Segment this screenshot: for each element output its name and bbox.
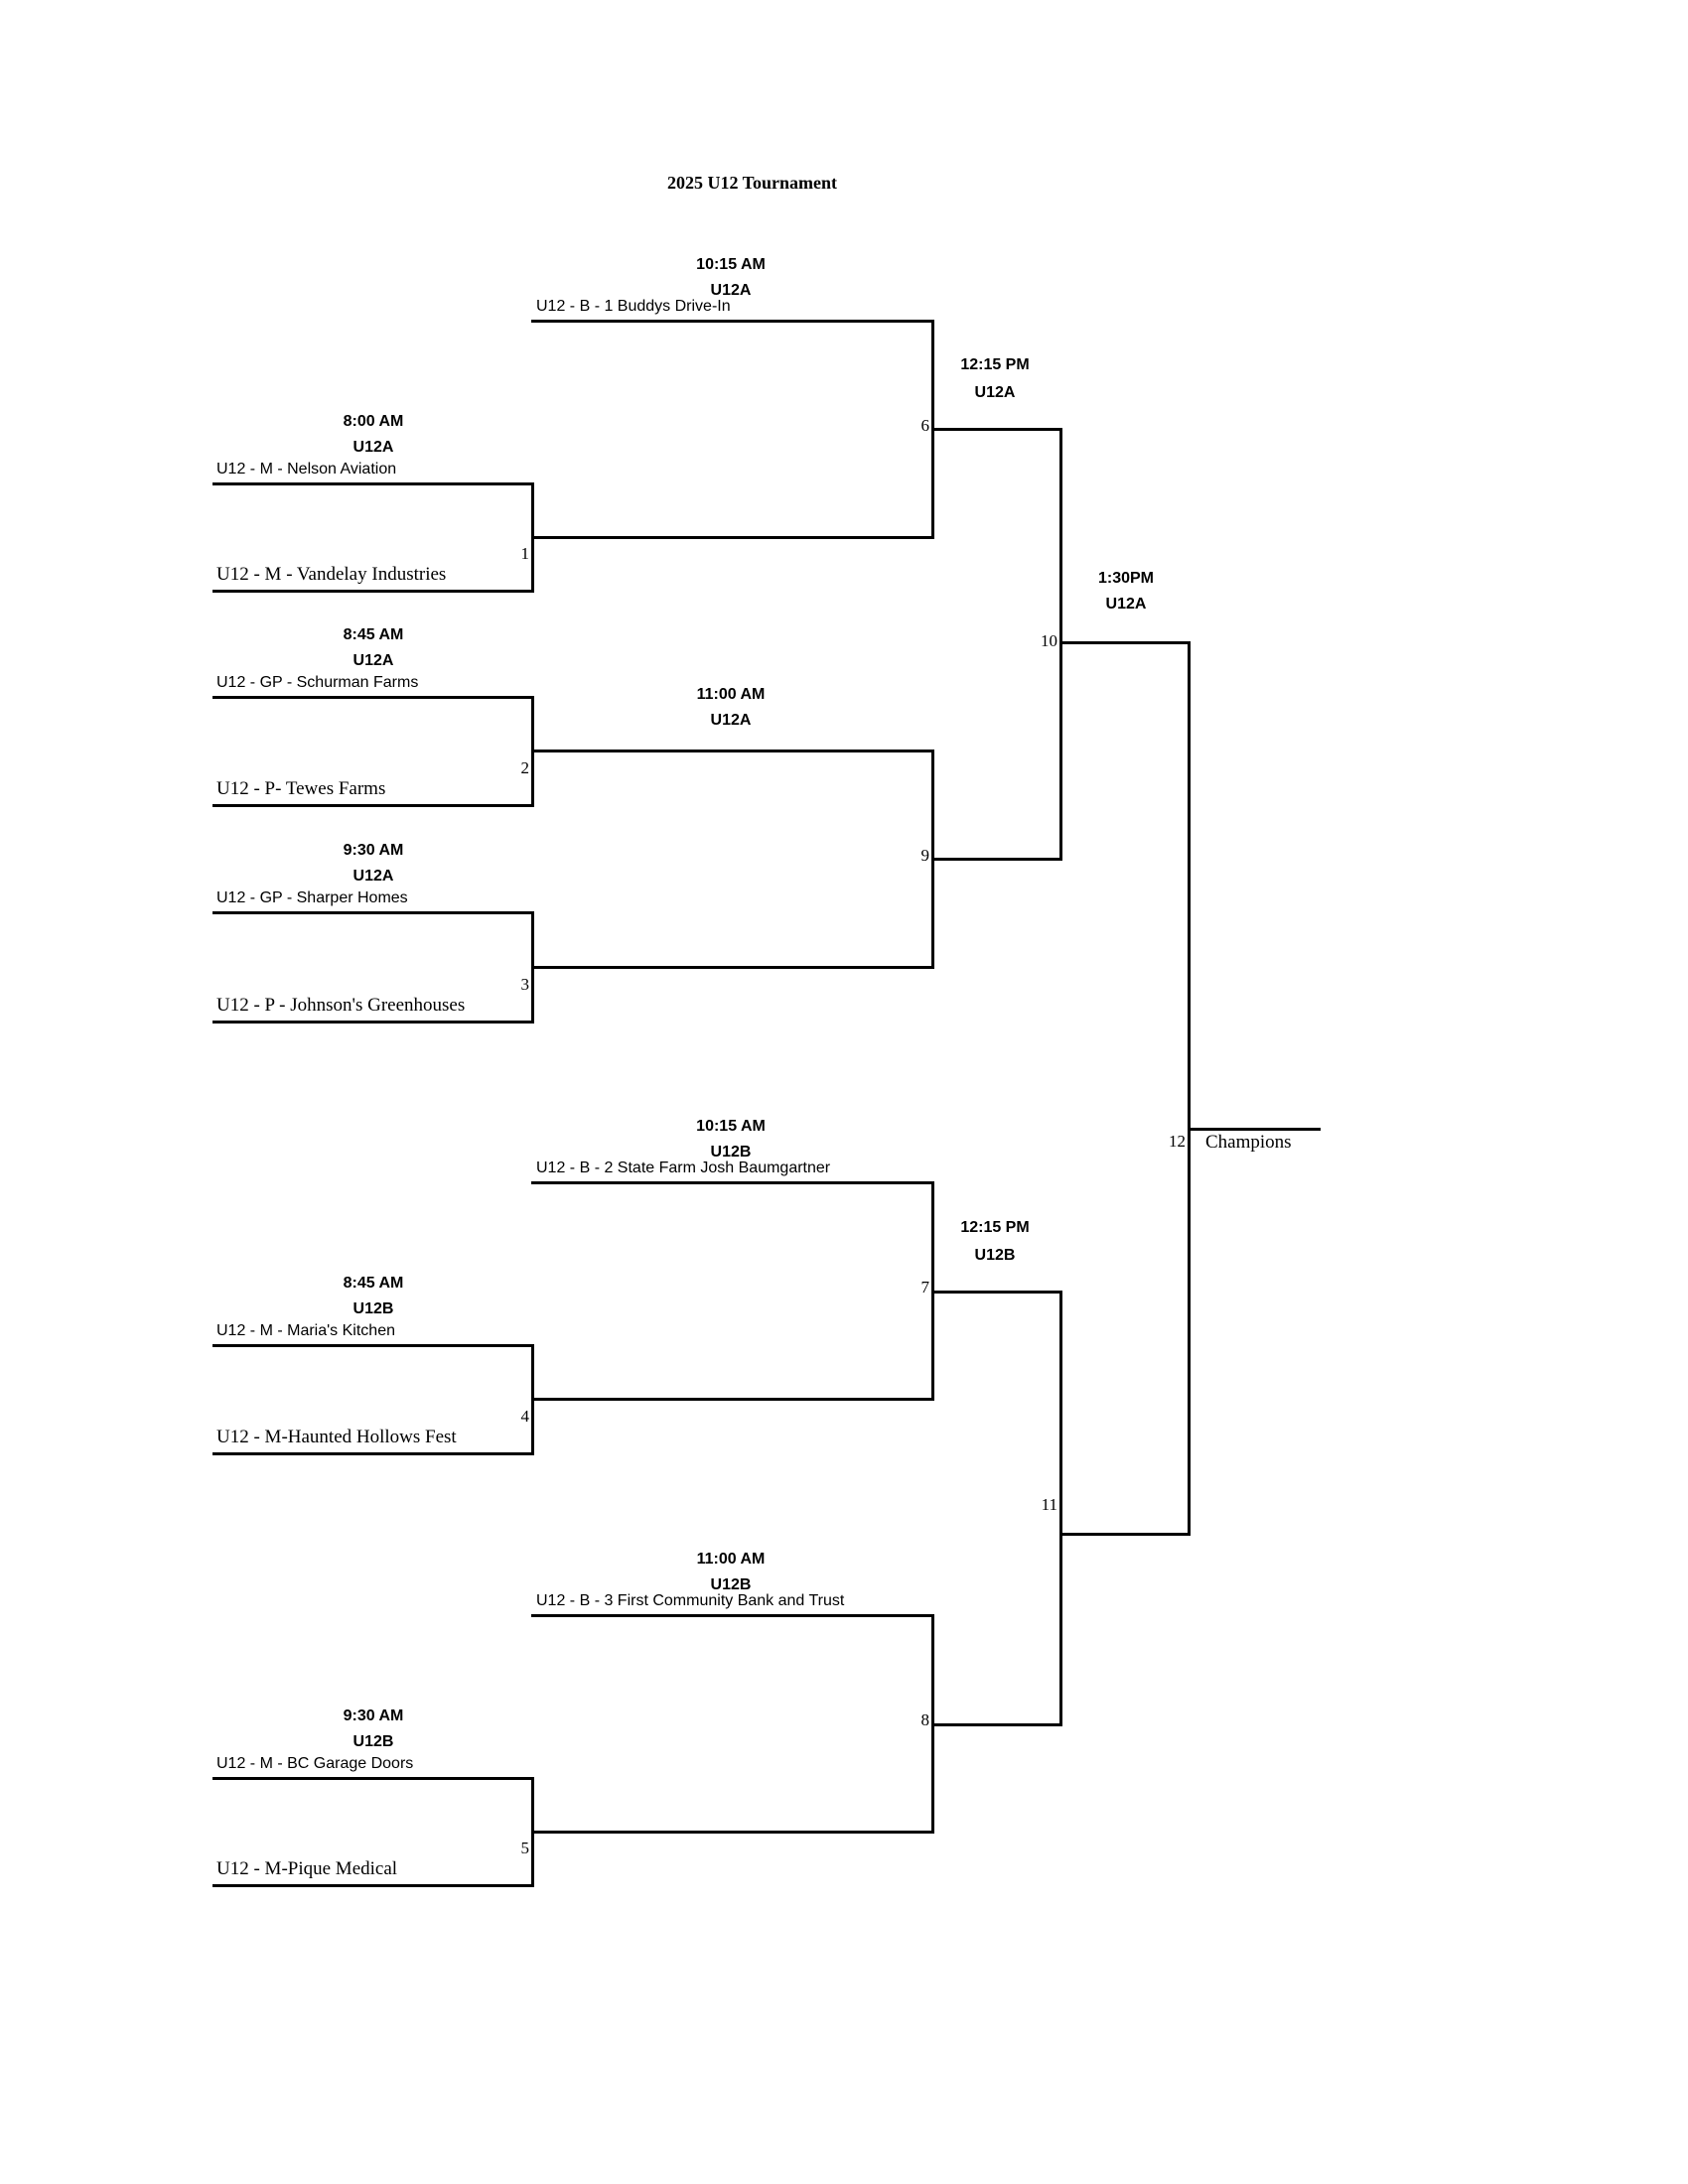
bracket-line: [212, 911, 534, 914]
game-field: U12A: [974, 384, 1016, 401]
bracket-line: [212, 1344, 534, 1347]
team-slot: U12 - M-Haunted Hollows Fest: [216, 1427, 457, 1447]
game-field: U12A: [352, 439, 394, 456]
bracket-line: [531, 536, 934, 539]
bracket-line: [212, 1777, 534, 1780]
team-slot: U12 - M - Maria's Kitchen: [216, 1322, 395, 1339]
bracket-line: [212, 696, 534, 699]
team-slot: U12 - M - Nelson Aviation: [216, 461, 397, 478]
game-number: 12: [1169, 1132, 1186, 1151]
game-field: U12B: [710, 1144, 752, 1160]
team-slot: U12 - GP - Sharper Homes: [216, 889, 408, 906]
team-slot: U12 - B - 2 State Farm Josh Baumgartner: [536, 1160, 831, 1176]
game-field: U12A: [710, 712, 752, 729]
bracket-line: [531, 966, 934, 969]
bracket-line: [531, 1831, 934, 1834]
team-slot: U12 - P- Tewes Farms: [216, 778, 386, 799]
champion-line: [1188, 1128, 1321, 1131]
game-time: 10:15 AM: [696, 256, 766, 273]
game-time: 8:45 AM: [343, 1275, 404, 1292]
bracket-line: [1059, 1291, 1062, 1726]
game-number: 10: [1041, 631, 1057, 650]
bracket-line: [531, 1614, 934, 1617]
game-time: 9:30 AM: [343, 1707, 404, 1724]
team-slot: U12 - P - Johnson's Greenhouses: [216, 995, 466, 1016]
bracket-line: [1059, 641, 1191, 644]
game-field: U12A: [352, 868, 394, 885]
game-time: 12:15 PM: [960, 1219, 1030, 1236]
bracket-line: [931, 1723, 1062, 1726]
bracket-line: [531, 750, 934, 752]
team-slot: U12 - B - 1 Buddys Drive-In: [536, 298, 731, 315]
game-field: U12B: [974, 1247, 1016, 1264]
game-field: U12A: [352, 652, 394, 669]
game-time: 8:00 AM: [343, 413, 404, 430]
game-number: 6: [920, 416, 930, 435]
team-slot: U12 - M - Vandelay Industries: [216, 564, 447, 585]
game-field: U12B: [352, 1300, 394, 1317]
game-time: 8:45 AM: [343, 626, 404, 643]
bracket-line: [531, 1181, 934, 1184]
bracket-line: [212, 482, 534, 485]
bracket-line: [1059, 428, 1062, 861]
game-field: U12A: [1105, 596, 1147, 613]
champions-label: Champions: [1205, 1132, 1292, 1153]
bracket-line: [212, 590, 534, 593]
game-number: 8: [920, 1710, 930, 1729]
bracket-line: [531, 1398, 934, 1401]
game-number: 11: [1041, 1495, 1057, 1514]
game-number: 1: [520, 544, 530, 563]
game-field: U12B: [352, 1733, 394, 1750]
game-number: 9: [920, 846, 930, 865]
game-time: 1:30PM: [1097, 570, 1155, 587]
game-number: 5: [520, 1839, 530, 1857]
bracket-line: [531, 320, 934, 323]
bracket-line: [212, 1021, 534, 1024]
game-number: 7: [920, 1278, 930, 1297]
game-number: 3: [520, 975, 530, 994]
team-slot: U12 - B - 3 First Community Bank and Tru…: [536, 1592, 845, 1609]
bracket-line: [931, 428, 1062, 431]
team-slot: U12 - M-Pique Medical: [216, 1858, 398, 1879]
bracket-line: [1059, 1533, 1191, 1536]
bracket-line: [212, 1452, 534, 1455]
game-field: U12A: [710, 282, 752, 299]
game-field: U12B: [710, 1576, 752, 1593]
team-slot: U12 - M - BC Garage Doors: [216, 1755, 414, 1772]
bracket-line: [1188, 641, 1191, 1536]
game-time: 11:00 AM: [696, 686, 766, 703]
bracket-line: [212, 804, 534, 807]
bracket-line: [931, 1291, 1062, 1294]
bracket-line: [212, 1884, 534, 1887]
game-time: 9:30 AM: [343, 842, 404, 859]
team-slot: U12 - GP - Schurman Farms: [216, 674, 419, 691]
game-time: 12:15 PM: [960, 356, 1030, 373]
page-title: 2025 U12 Tournament: [667, 173, 838, 193]
game-time: 10:15 AM: [696, 1118, 766, 1135]
game-number: 2: [520, 758, 530, 777]
game-time: 11:00 AM: [696, 1551, 766, 1568]
game-number: 4: [520, 1407, 530, 1426]
bracket-line: [931, 858, 1062, 861]
